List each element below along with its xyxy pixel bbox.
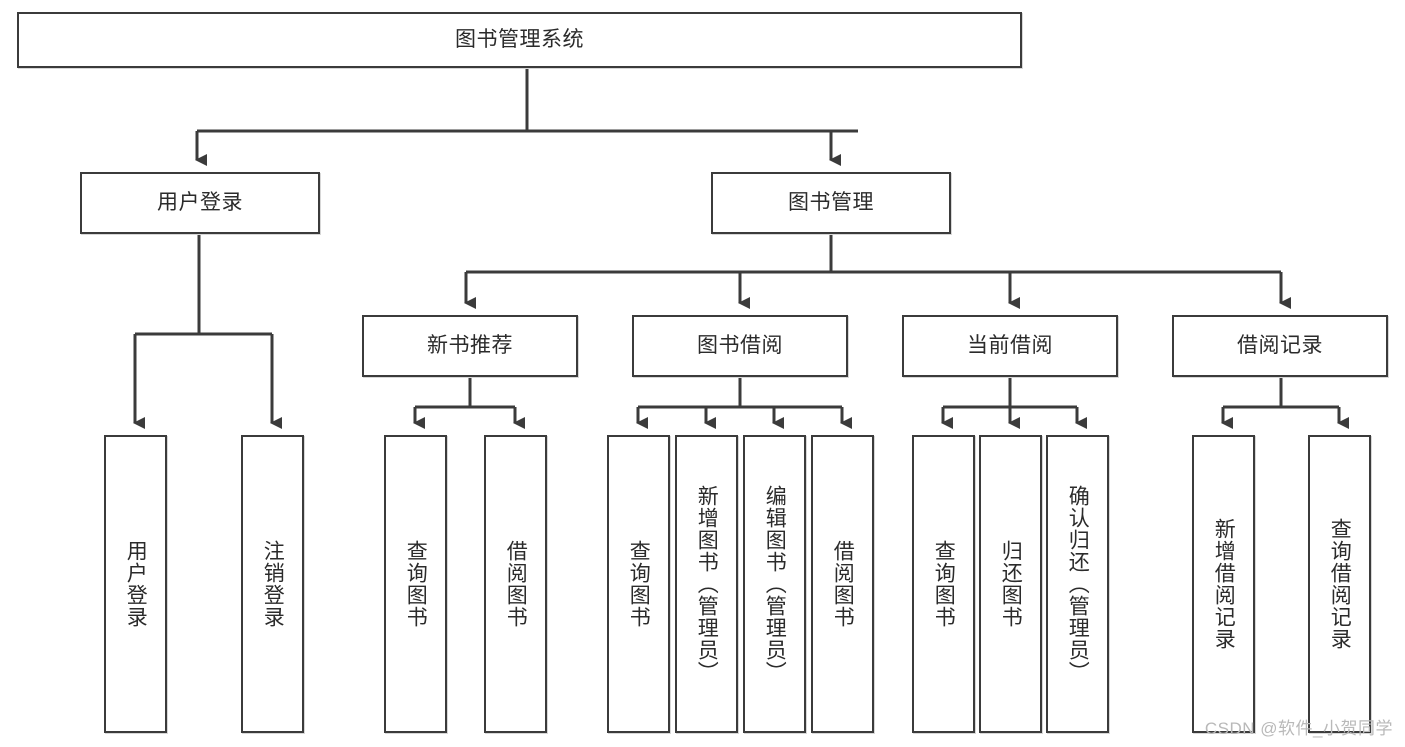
node-leaf-query-book-2[interactable]: 查询图书	[607, 435, 670, 733]
node-leaf-add-book-label: 新增图书（管理员）	[695, 485, 719, 683]
node-leaf-edit-book-label: 编辑图书（管理员）	[763, 485, 787, 683]
node-leaf-edit-book[interactable]: 编辑图书（管理员）	[743, 435, 806, 733]
node-leaf-borrow-book-2-label: 借阅图书	[831, 540, 855, 628]
node-leaf-return-book-label: 归还图书	[999, 540, 1023, 628]
node-leaf-user-logout[interactable]: 注销登录	[241, 435, 304, 733]
node-current-borrow-label: 当前借阅	[967, 333, 1053, 357]
node-leaf-borrow-book-1[interactable]: 借阅图书	[484, 435, 547, 733]
node-leaf-add-record[interactable]: 新增借阅记录	[1192, 435, 1255, 733]
node-root[interactable]: 图书管理系统	[17, 12, 1022, 68]
node-root-label: 图书管理系统	[455, 27, 584, 51]
node-leaf-query-record[interactable]: 查询借阅记录	[1308, 435, 1371, 733]
node-borrow-record[interactable]: 借阅记录	[1172, 315, 1388, 377]
node-current-borrow[interactable]: 当前借阅	[902, 315, 1118, 377]
node-book-management-label: 图书管理	[788, 190, 874, 214]
node-book-borrow[interactable]: 图书借阅	[632, 315, 848, 377]
node-leaf-confirm-return-label: 确认归还（管理员）	[1066, 485, 1090, 683]
node-leaf-user-login-label: 用户登录	[124, 540, 148, 628]
node-user-login[interactable]: 用户登录	[80, 172, 320, 234]
node-borrow-record-label: 借阅记录	[1237, 333, 1323, 357]
node-leaf-return-book[interactable]: 归还图书	[979, 435, 1042, 733]
node-new-book-recommend[interactable]: 新书推荐	[362, 315, 578, 377]
node-leaf-query-book-2-label: 查询图书	[627, 540, 651, 628]
node-new-book-recommend-label: 新书推荐	[427, 333, 513, 357]
node-leaf-query-book-1[interactable]: 查询图书	[384, 435, 447, 733]
node-leaf-add-record-label: 新增借阅记录	[1212, 518, 1236, 650]
node-leaf-borrow-book-2[interactable]: 借阅图书	[811, 435, 874, 733]
node-leaf-borrow-book-1-label: 借阅图书	[504, 540, 528, 628]
watermark: CSDN @软件_小贺同学	[1204, 719, 1393, 738]
node-user-login-label: 用户登录	[157, 190, 243, 214]
node-book-borrow-label: 图书借阅	[697, 333, 783, 357]
node-leaf-query-book-1-label: 查询图书	[404, 540, 428, 628]
node-leaf-query-book-3[interactable]: 查询图书	[912, 435, 975, 733]
node-book-management[interactable]: 图书管理	[711, 172, 951, 234]
node-leaf-query-record-label: 查询借阅记录	[1328, 518, 1352, 650]
node-leaf-user-login[interactable]: 用户登录	[104, 435, 167, 733]
node-leaf-add-book[interactable]: 新增图书（管理员）	[675, 435, 738, 733]
node-leaf-confirm-return[interactable]: 确认归还（管理员）	[1046, 435, 1109, 733]
node-leaf-query-book-3-label: 查询图书	[932, 540, 956, 628]
node-leaf-user-logout-label: 注销登录	[261, 540, 285, 628]
